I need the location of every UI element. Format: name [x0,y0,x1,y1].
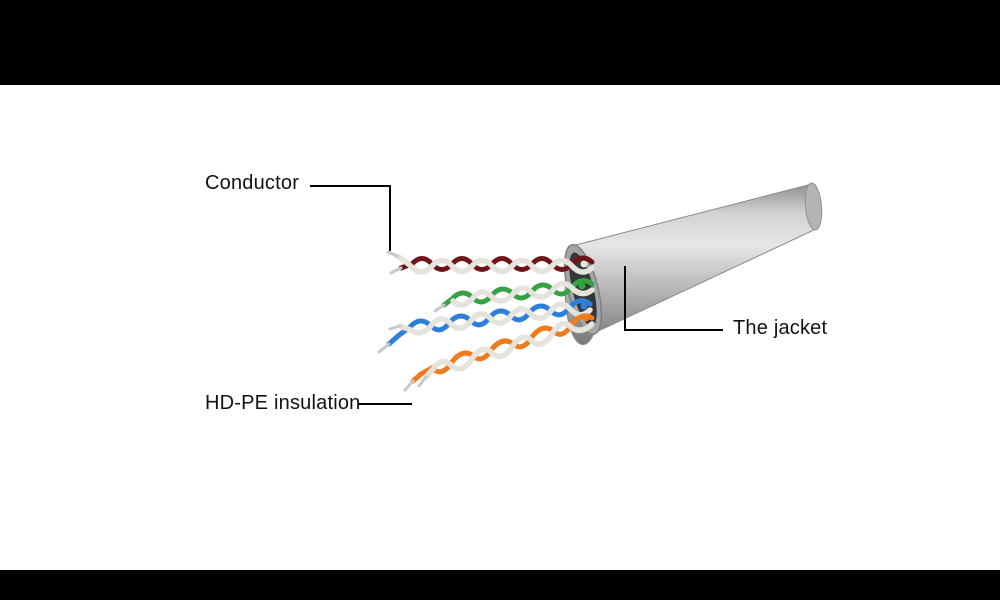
orange-pair-white-strand [423,320,595,380]
blue-strand [386,298,593,347]
orange-pair-white-conductor-tip [417,375,428,388]
leader-lines [310,185,723,405]
label-hdpe-insulation: HD-PE insulation [205,392,361,414]
inner-wire-dot-blue [580,302,588,310]
brown-pair-white-conductor-tip [386,250,399,258]
blue-pair-white-strand [397,301,593,336]
letterbox-bottom [0,570,1000,600]
conductor-leader-line [310,185,391,251]
label-conductor: Conductor [205,172,300,194]
wire-pair-orange [403,313,595,392]
jacket-leader-line [624,266,723,331]
wire-pair-brown [386,250,595,275]
brown-conductor-tip [389,266,403,275]
blue-pair-white-conductor-tip [388,324,402,331]
green-conductor-tip [433,303,446,313]
green-pair-white-strand [450,280,595,308]
label-the-jacket: The jacket [733,317,828,339]
orange-conductor-tip [403,379,415,392]
brown-strand [398,255,595,272]
letterbox-top [0,0,1000,85]
wire-pair-blue [377,298,593,354]
blue-conductor-tip [377,342,391,354]
wire-pair-green [433,278,595,313]
inner-wire-dot-green [578,282,586,290]
brown-pair-white-strand [394,253,595,275]
jacket-end-cap [804,182,823,231]
inner-wire-dot-white [580,260,588,268]
